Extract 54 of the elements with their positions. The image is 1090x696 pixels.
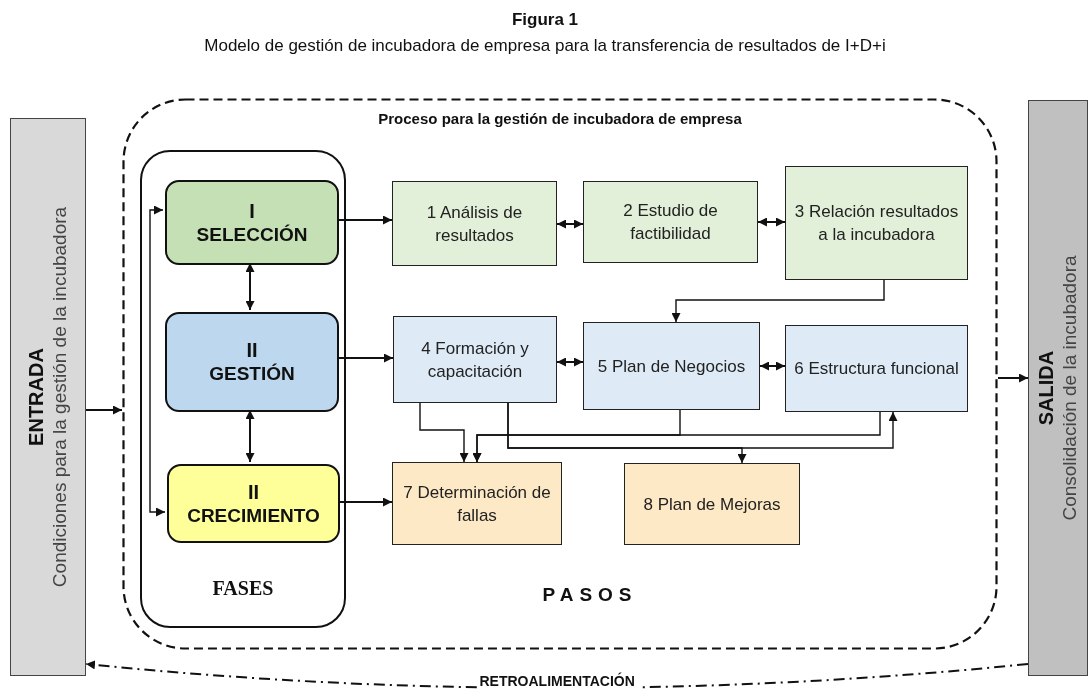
step-text: 8 Plan de Mejoras xyxy=(643,493,781,516)
phase-box xyxy=(167,464,340,543)
arrow xyxy=(336,353,394,363)
section-label: PASOS xyxy=(541,584,639,606)
roman-numeral: I xyxy=(249,198,255,223)
arrow xyxy=(556,357,584,367)
process-box xyxy=(583,322,760,410)
output-panel xyxy=(1028,100,1088,676)
input-panel xyxy=(10,118,86,676)
process-box xyxy=(393,316,557,403)
phase-name: CRECIMIENTO xyxy=(187,503,320,528)
step-text: 1 Análisis de resultados xyxy=(425,201,524,247)
step-text: 3 Relación resultados a la incubadora xyxy=(793,201,960,246)
process-box xyxy=(624,463,800,545)
step-text: 7 Determinación de fallas xyxy=(402,481,552,527)
panel-heading: SALIDA xyxy=(1034,350,1058,426)
arrow xyxy=(757,217,786,227)
phase-box xyxy=(165,180,339,265)
arrow xyxy=(85,405,123,415)
figure-subtitle: Modelo de gestión de incubadora de empresa para la transferencia de resultados de I+D+i xyxy=(203,36,887,56)
panel-text: Condiciones para la gestión de la incubadora xyxy=(48,206,71,588)
arrow xyxy=(245,262,255,311)
arrow xyxy=(556,219,584,229)
phase-name: GESTIÓN xyxy=(209,362,295,386)
arrow xyxy=(997,373,1029,383)
process-container xyxy=(122,98,998,650)
step-text: 5 Plan de Negocios xyxy=(597,355,746,378)
arrow xyxy=(419,402,469,463)
arrow xyxy=(337,497,393,507)
step-text: 4 Formación y capacitación xyxy=(420,337,530,383)
process-box xyxy=(392,462,562,545)
arrow xyxy=(671,279,885,323)
step-text: 6 Estructura funcional xyxy=(794,358,959,380)
section-label: FASES xyxy=(211,577,275,600)
panel-heading: ENTRADA xyxy=(24,348,48,446)
panel-text: Consolidación de la incubadora xyxy=(1058,255,1081,521)
arrow xyxy=(245,409,255,463)
arrow xyxy=(336,215,393,225)
figure-title: Figura 1 xyxy=(510,10,580,30)
process-box xyxy=(785,166,968,280)
phases-container xyxy=(140,150,346,628)
phase-box xyxy=(165,312,339,412)
process-box xyxy=(785,325,968,412)
process-box xyxy=(392,181,557,266)
roman-numeral: II xyxy=(247,479,260,504)
arrow xyxy=(472,411,881,463)
phase-name: SELECCIÓN xyxy=(196,222,308,247)
process-box xyxy=(583,181,758,263)
step-text: 2 Estudio de factibilidad xyxy=(622,200,719,245)
roman-numeral: II xyxy=(246,338,258,362)
container-heading: Proceso para la gestión de incubadora de empresa xyxy=(377,110,743,127)
arrow xyxy=(149,205,166,517)
arrow xyxy=(507,402,898,449)
arrow xyxy=(759,361,786,371)
